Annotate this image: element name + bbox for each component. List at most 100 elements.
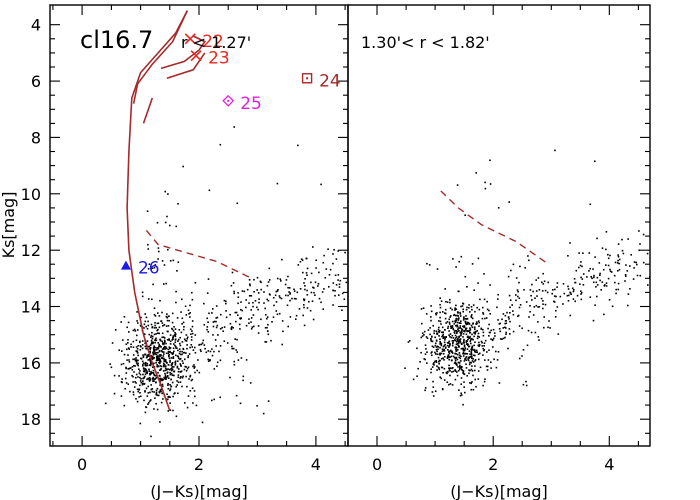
field-star-point <box>478 344 481 346</box>
field-star-point <box>144 363 147 365</box>
field-star-point <box>510 269 512 272</box>
field-star-point <box>458 322 461 324</box>
field-star-point <box>171 374 174 376</box>
field-star-point <box>252 305 254 308</box>
field-star-point <box>439 376 441 378</box>
field-star-point <box>215 317 217 319</box>
field-star-point <box>497 319 499 321</box>
field-star-point <box>313 291 315 294</box>
field-star-point <box>488 335 490 337</box>
field-star-point <box>146 364 149 367</box>
field-star-point <box>450 315 452 317</box>
field-star-point <box>448 323 451 325</box>
field-star-point <box>137 376 139 378</box>
field-star-point <box>471 357 473 360</box>
field-star-point <box>518 325 521 327</box>
field-star-point <box>470 388 473 391</box>
field-star-point <box>497 207 500 209</box>
field-star-point <box>154 264 157 266</box>
field-star-point <box>581 278 584 280</box>
field-star-point <box>258 301 260 304</box>
field-star-point <box>439 320 442 323</box>
field-star-point <box>190 344 193 346</box>
field-star-point <box>448 358 450 361</box>
field-star-point <box>179 381 182 383</box>
field-star-point <box>169 396 171 398</box>
field-star-point <box>279 278 282 280</box>
field-star-point <box>281 258 283 261</box>
field-star-point <box>463 326 465 329</box>
field-star-point <box>571 287 574 290</box>
field-star-point <box>167 363 170 366</box>
field-star-point <box>136 334 138 337</box>
field-star-point <box>193 390 196 392</box>
field-star-point <box>267 281 270 283</box>
field-star-point <box>215 305 218 307</box>
field-star-point <box>490 367 492 369</box>
field-star-point <box>268 279 271 281</box>
field-star-point <box>167 248 169 251</box>
field-star-point <box>147 243 149 246</box>
field-star-point <box>522 349 525 351</box>
field-star-point <box>609 268 611 271</box>
plot-area <box>404 149 650 406</box>
field-star-point <box>214 339 217 341</box>
field-star-point <box>461 329 464 331</box>
field-star-point <box>154 346 156 349</box>
y-tick-label: 18 <box>21 410 41 429</box>
field-star-point <box>452 337 455 339</box>
field-star-point <box>578 266 580 269</box>
field-star-point <box>240 357 243 359</box>
field-star-point <box>172 347 175 350</box>
field-star-point <box>475 321 478 323</box>
field-star-point <box>172 356 175 358</box>
field-star-point <box>266 316 269 318</box>
field-star-point <box>159 421 161 423</box>
field-star-point <box>167 368 169 370</box>
field-star-point <box>434 336 436 339</box>
field-star-point <box>466 353 468 355</box>
field-star-point <box>150 334 153 337</box>
field-star-point <box>306 274 308 276</box>
field-star-point <box>175 415 178 418</box>
field-star-point <box>537 277 540 279</box>
field-star-point <box>169 389 171 392</box>
field-star-point <box>517 295 519 298</box>
field-star-point <box>629 265 631 267</box>
field-star-point <box>256 276 259 279</box>
field-star-point <box>459 367 461 370</box>
field-star-point <box>482 347 484 350</box>
field-star-point <box>312 318 315 321</box>
field-star-point <box>451 325 454 327</box>
field-star-point <box>483 298 486 301</box>
field-star-point <box>182 347 184 350</box>
field-star-point <box>242 375 245 378</box>
field-star-point <box>465 359 468 361</box>
field-star-point <box>317 285 319 287</box>
field-star-point <box>164 359 167 361</box>
field-star-point <box>156 221 159 224</box>
field-star-point <box>465 363 467 365</box>
field-star-point <box>276 277 279 280</box>
field-star-point <box>188 313 190 315</box>
field-star-point <box>186 347 188 350</box>
field-star-point <box>144 368 147 370</box>
field-star-point <box>438 326 440 329</box>
field-star-point <box>480 340 483 343</box>
field-star-point <box>265 314 267 316</box>
field-star-point <box>166 319 169 322</box>
field-star-point <box>176 365 179 368</box>
field-star-point <box>162 398 164 400</box>
field-star-point <box>499 322 501 325</box>
field-star-point <box>440 352 443 355</box>
field-star-point <box>198 371 201 374</box>
field-star-point <box>442 372 444 374</box>
field-star-point <box>498 382 501 384</box>
field-star-point <box>139 340 141 343</box>
field-star-point <box>165 346 167 348</box>
field-star-point <box>508 328 511 330</box>
field-star-point <box>572 290 575 293</box>
field-star-point <box>175 345 177 348</box>
field-star-point <box>156 364 158 366</box>
field-star-point <box>449 374 451 377</box>
